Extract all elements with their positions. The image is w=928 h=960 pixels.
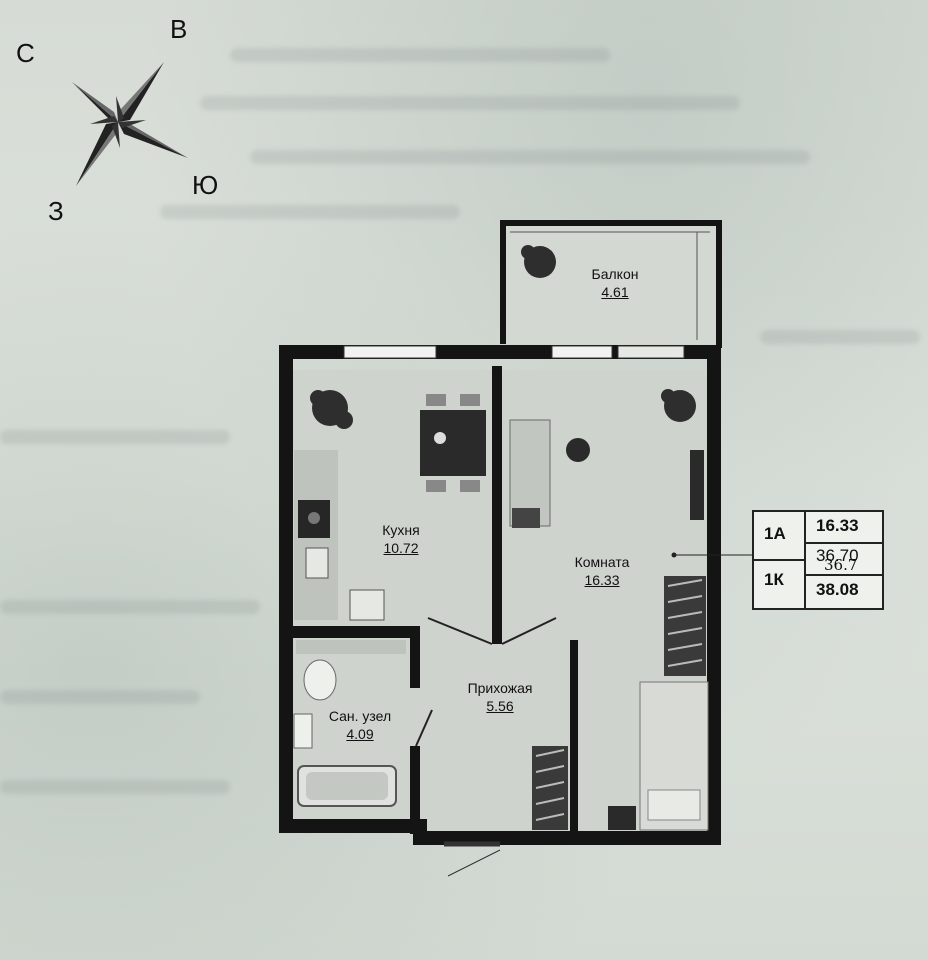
- bleed-through-line: [0, 690, 200, 704]
- balcony-name: Балкон: [591, 266, 639, 282]
- hallway-wardrobe-hangers: [535, 749, 565, 821]
- hallway-area: 5.56: [486, 698, 514, 714]
- compass-west-label: З: [48, 196, 64, 226]
- plant-icon: [310, 245, 696, 429]
- bleed-through-line: [0, 780, 230, 794]
- armchair: [512, 508, 540, 528]
- chair: [426, 480, 446, 492]
- bleed-through-line: [250, 150, 810, 164]
- hallway-room-wall: [570, 640, 578, 834]
- compass-ray-se-shade: [118, 122, 188, 158]
- sink: [305, 547, 329, 579]
- chair: [426, 394, 446, 406]
- legend-total-area-with-balcony: 38.08: [816, 580, 859, 599]
- table-decor: [434, 432, 446, 444]
- legend-total-area-crossed: 36.70: [816, 546, 859, 565]
- legend-divider: [804, 574, 882, 576]
- room-name: Комната: [574, 554, 630, 570]
- legend-total-area-handwritten: 36.7: [824, 556, 858, 574]
- bleed-through-line: [200, 96, 740, 110]
- entrance-pointer: [447, 849, 501, 877]
- balcony-floor: [506, 226, 716, 344]
- kitchen-door-swing: [427, 617, 493, 645]
- coffee-table: [566, 438, 590, 462]
- room-window: [551, 345, 613, 359]
- wardrobe: [664, 576, 706, 676]
- balcony-area: 4.61: [601, 284, 629, 300]
- legend-rooms-code: 1К: [764, 570, 784, 589]
- legend-divider: [804, 542, 882, 544]
- area-legend-table: 1А 1К 16.33 36.70 36.7 38.08: [752, 510, 884, 610]
- chair: [460, 394, 480, 406]
- bathroom-top-wall: [286, 626, 420, 638]
- chair: [460, 480, 480, 492]
- compass-small-ray: [112, 122, 120, 148]
- bleed-through-line: [0, 430, 230, 444]
- bathtub-inner: [306, 772, 388, 800]
- bathroom-area: 4.09: [346, 726, 374, 742]
- kitchen-area: 10.72: [383, 540, 419, 556]
- wardrobe-hangers: [667, 579, 703, 667]
- bed-pillow: [647, 789, 701, 821]
- compass-rose-icon: [72, 62, 188, 186]
- compass-north-label: С: [16, 38, 35, 68]
- stove-burner: [308, 512, 320, 524]
- bathroom-right-wall: [410, 632, 420, 688]
- balcony-door: [617, 345, 685, 359]
- legend-living-area: 16.33: [816, 516, 859, 535]
- bathroom-name: Сан. узел: [328, 708, 392, 724]
- bathroom-shelf: [296, 640, 406, 654]
- legend-leader-dot: [671, 552, 677, 558]
- kitchen-name: Кухня: [382, 522, 420, 538]
- balcony-wall: [500, 220, 722, 348]
- room-area: 16.33: [584, 572, 620, 588]
- toilet: [303, 659, 337, 701]
- bleed-through-line: [0, 600, 260, 614]
- compass-ray-nw-shade: [72, 82, 118, 122]
- bathroom-door-swing: [415, 709, 433, 747]
- compass-east-label: В: [170, 14, 188, 44]
- dining-table: [420, 410, 486, 476]
- nightstand: [608, 806, 636, 830]
- kitchen-room-partition: [492, 366, 502, 644]
- legend-divider: [754, 559, 804, 561]
- compass-small-ray: [90, 116, 118, 124]
- kitchen-window: [343, 345, 437, 359]
- legend-building-code: 1А: [764, 524, 786, 543]
- fridge: [349, 589, 385, 621]
- compass-ray-ne-shade: [118, 62, 164, 122]
- room-door-swing: [501, 617, 557, 645]
- compass-south-label: Ю: [192, 170, 219, 200]
- tv-unit: [690, 450, 704, 520]
- bleed-through-line: [760, 330, 920, 344]
- bleed-through-line: [160, 205, 460, 219]
- hallway-name: Прихожая: [467, 680, 533, 696]
- compass-small-ray: [118, 120, 146, 128]
- compass-ray-sw-shade: [76, 122, 118, 186]
- bathroom-right-wall: [410, 746, 420, 834]
- bleed-through-line: [230, 48, 610, 62]
- compass-small-ray: [116, 96, 124, 122]
- washbasin: [293, 713, 313, 749]
- legend-divider: [804, 512, 806, 608]
